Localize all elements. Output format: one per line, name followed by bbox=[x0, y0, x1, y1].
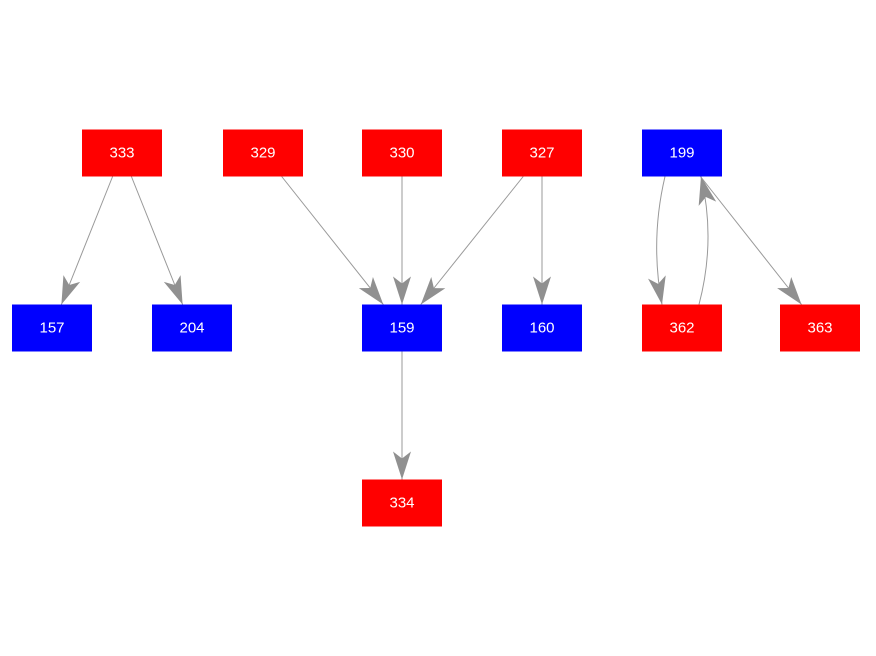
graph-node-334: 334 bbox=[362, 479, 442, 527]
graph-node-204: 204 bbox=[152, 304, 232, 352]
node-rect-363 bbox=[780, 304, 860, 352]
arrowhead-159-334 bbox=[393, 451, 411, 480]
node-rect-160 bbox=[502, 304, 582, 352]
node-rect-199 bbox=[642, 129, 722, 177]
edge-327-159 bbox=[420, 176, 524, 305]
graph-node-160: 160 bbox=[502, 304, 582, 352]
graph-node-327: 327 bbox=[502, 129, 582, 177]
graph-node-159: 159 bbox=[362, 304, 442, 352]
node-label-334: 334 bbox=[389, 495, 414, 512]
arrowhead-199-363 bbox=[777, 276, 802, 305]
node-label-329: 329 bbox=[250, 145, 275, 162]
node-label-157: 157 bbox=[39, 320, 64, 337]
arrowhead-327-159 bbox=[420, 277, 446, 305]
node-label-160: 160 bbox=[529, 320, 554, 337]
node-rect-333 bbox=[82, 129, 162, 177]
graph-node-199: 199 bbox=[642, 129, 722, 177]
graph-node-363: 363 bbox=[780, 304, 860, 352]
arrowhead-362-199 bbox=[698, 176, 717, 206]
edge-333-157 bbox=[60, 176, 114, 305]
graph-node-333: 333 bbox=[82, 129, 162, 177]
node-label-204: 204 bbox=[179, 320, 204, 337]
node-rect-157 bbox=[12, 304, 92, 352]
node-rect-334 bbox=[362, 479, 442, 527]
node-label-327: 327 bbox=[529, 145, 554, 162]
node-label-330: 330 bbox=[389, 145, 414, 162]
arrowhead-333-157 bbox=[61, 275, 81, 305]
node-rect-327 bbox=[502, 129, 582, 177]
node-rect-330 bbox=[362, 129, 442, 177]
arrowhead-333-204 bbox=[163, 275, 183, 305]
edge-333-204 bbox=[130, 176, 184, 305]
node-rect-159 bbox=[362, 304, 442, 352]
arrowhead-199-362 bbox=[648, 275, 666, 305]
graph-node-362: 362 bbox=[642, 304, 722, 352]
edge-199-363 bbox=[700, 176, 802, 305]
node-label-363: 363 bbox=[807, 320, 832, 337]
arrowhead-327-160 bbox=[533, 276, 551, 305]
node-rect-362 bbox=[642, 304, 722, 352]
edge-329-159 bbox=[281, 176, 384, 305]
graph-node-157: 157 bbox=[12, 304, 92, 352]
arrowhead-329-159 bbox=[358, 276, 384, 305]
node-rect-204 bbox=[152, 304, 232, 352]
node-label-333: 333 bbox=[109, 145, 134, 162]
node-label-199: 199 bbox=[669, 145, 694, 162]
node-rect-329 bbox=[223, 129, 303, 177]
node-label-159: 159 bbox=[389, 320, 414, 337]
graph-node-329: 329 bbox=[223, 129, 303, 177]
graph-node-330: 330 bbox=[362, 129, 442, 177]
arrowhead-330-159 bbox=[393, 276, 411, 305]
node-label-362: 362 bbox=[669, 320, 694, 337]
